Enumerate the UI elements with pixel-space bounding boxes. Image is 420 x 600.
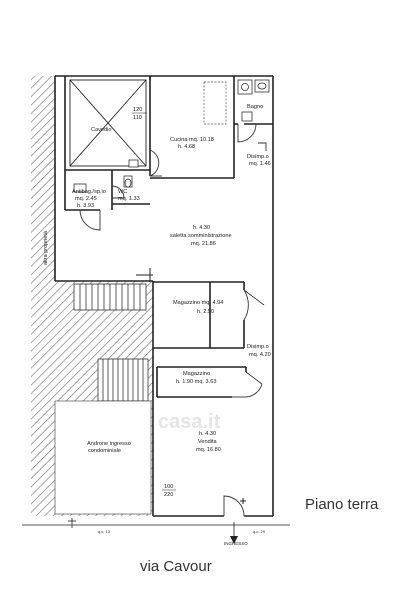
cavedio-x — [69, 79, 147, 167]
label-saletta-area: mq. 21.86 — [191, 241, 216, 247]
label-wc: WC — [118, 189, 127, 195]
label-saletta-h: h. 4.30 — [193, 225, 210, 231]
staircase-upper — [73, 283, 147, 311]
androne-panel — [54, 400, 152, 515]
label-antibagno: Antibag./sp.io — [72, 189, 106, 195]
dim-lower-top: 100 — [164, 484, 173, 490]
entrance-arrow-icon — [230, 536, 238, 544]
dim-left-top: 120 — [133, 107, 142, 113]
doors — [79, 123, 267, 517]
staircase-lower — [97, 358, 149, 402]
walls — [54, 75, 274, 517]
label-androne-2: condominiale — [88, 448, 121, 454]
label-magazzino2-detail: h. 1.90 mq. 3.63 — [176, 379, 216, 385]
label-disimp1-area: mq. 1.46 — [249, 161, 271, 167]
label-disimp2: Disimp.o — [247, 344, 269, 350]
entrance-label: INGRESSO — [224, 541, 248, 546]
label-androne: Androne ingresso — [87, 441, 131, 447]
label-disimp2-area: mq. 4.20 — [249, 352, 271, 358]
label-wc-area: mq. 1.33 — [118, 196, 140, 202]
label-magazzino1-h: h. 2.50 — [197, 309, 214, 315]
watermark: casa.it — [158, 411, 221, 433]
label-vendita-h: h. 4.30 — [199, 431, 216, 437]
street-label: via Cavour — [140, 558, 212, 575]
label-magazzino1: Magazzino mq. 4.94 — [173, 300, 223, 306]
neighbor-label: altra proprietà — [43, 230, 49, 265]
label-bagno: Bagno — [247, 104, 263, 110]
dim-left-bottom: 110 — [133, 115, 142, 121]
wc-fixtures — [73, 159, 139, 193]
label-vendita: Vendita — [198, 439, 218, 445]
dim-lower-bottom: 220 — [164, 492, 173, 498]
label-antibagno-area: mq. 2.45 — [75, 196, 97, 202]
label-cucina: Cucina mq. 10.18 — [170, 137, 214, 143]
label-antibagno-h: h. 3.93 — [77, 203, 94, 209]
wall-ticks — [136, 268, 246, 504]
label-saletta: saletta somministrazione — [170, 233, 232, 239]
dimension-labels: 120 110 100 220 q.c. 13 q.c. 29 INGRESSO — [98, 107, 266, 546]
cucina-fixture — [203, 81, 227, 125]
label-cucina-h: h. 4.68 — [178, 144, 195, 150]
label-magazzino2: Magazzino — [183, 371, 210, 377]
label-disimp1: Disimp.o — [247, 154, 269, 160]
label-cavedio: Cavedio — [91, 127, 112, 133]
level-mark-left: q.c. 13 — [98, 529, 111, 534]
level-mark-right: q.c. 29 — [253, 529, 266, 534]
floor-label: Piano terra — [305, 496, 379, 513]
ground-line — [22, 518, 290, 536]
room-labels: Cavedio Bagno Cucina mq. 10.18 h. 4.68 D… — [72, 104, 271, 454]
bathroom-fixtures — [237, 79, 270, 122]
label-vendita-area: mq. 16.80 — [196, 447, 221, 453]
